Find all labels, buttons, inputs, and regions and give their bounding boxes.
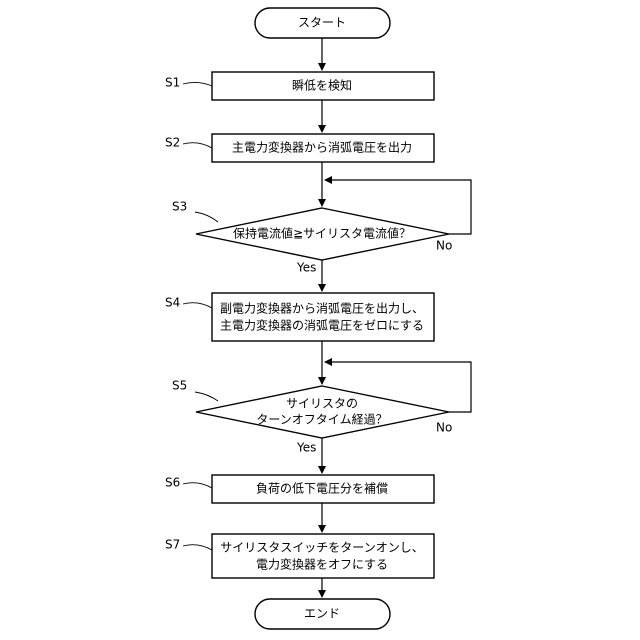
- decision-s5-label: S5: [172, 379, 187, 393]
- step-s6-leader: [183, 483, 212, 488]
- step-s2-text: 主電力変換器から消弧電圧を出力: [232, 140, 412, 155]
- step-s4-line2: 主電力変換器の消弧電圧をゼロにする: [220, 318, 424, 333]
- decision-s3-yes-label: Yes: [296, 261, 316, 275]
- step-s4-line1: 副電力変換器から消弧電圧を出力し、: [220, 301, 424, 316]
- step-s2-label: S2: [165, 136, 180, 150]
- decision-s3-leader: [195, 212, 218, 222]
- decision-s5-yes-label: Yes: [296, 441, 316, 455]
- step-s1-text: 瞬低を検知: [292, 79, 352, 93]
- step-s6-label: S6: [165, 476, 180, 490]
- decision-s3-no-label: No: [436, 239, 452, 253]
- step-s7-leader: [183, 545, 212, 550]
- step-s7-label: S7: [165, 538, 180, 552]
- step-s7-line2: 電力変換器をオフにする: [256, 557, 388, 572]
- step-s6-text: 負荷の低下電圧分を補償: [256, 482, 388, 496]
- end-label: エンド: [304, 607, 340, 621]
- step-s1-leader: [183, 82, 212, 86]
- decision-s3-text: 保持電流値≧サイリスタ電流値？: [233, 226, 411, 241]
- decision-s5-line1: サイリスタの: [286, 397, 358, 411]
- step-s4-box: [212, 293, 434, 341]
- step-s2-leader: [183, 143, 212, 148]
- start-label: スタート: [298, 16, 346, 30]
- decision-s5-no-label: No: [436, 421, 452, 435]
- decision-s5-leader: [195, 392, 218, 401]
- decision-s5-line2: ターンオフタイム経過？: [256, 413, 387, 427]
- step-s4-leader: [183, 303, 212, 308]
- step-s1-label: S1: [165, 76, 180, 90]
- step-s4-label: S4: [165, 296, 180, 310]
- step-s7-line1: サイリスタスイッチをターンオンし、: [220, 541, 423, 555]
- decision-s3-label: S3: [172, 200, 187, 214]
